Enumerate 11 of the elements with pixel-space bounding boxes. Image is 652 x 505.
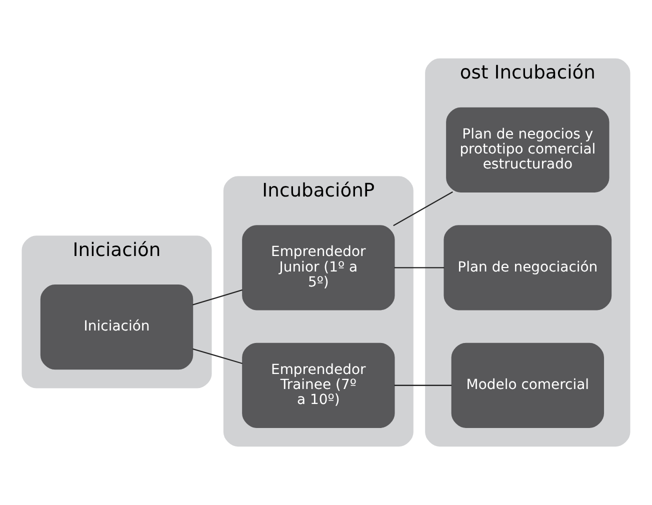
connector <box>394 267 444 268</box>
node-box: Emprendedor Junior (1º a 5º) <box>242 225 395 310</box>
node-box: Iniciación <box>40 284 194 370</box>
node-box: Plan de negocios y prototipo comercial estructurado <box>446 107 610 192</box>
connector <box>192 289 243 306</box>
node-box: Emprendedor Trainee (7º a 10º) <box>242 342 395 428</box>
connector <box>393 191 453 226</box>
node-box: Plan de negociación <box>444 225 612 310</box>
connector <box>394 384 452 386</box>
connector <box>192 348 243 364</box>
node-box: Modelo comercial <box>451 342 604 428</box>
